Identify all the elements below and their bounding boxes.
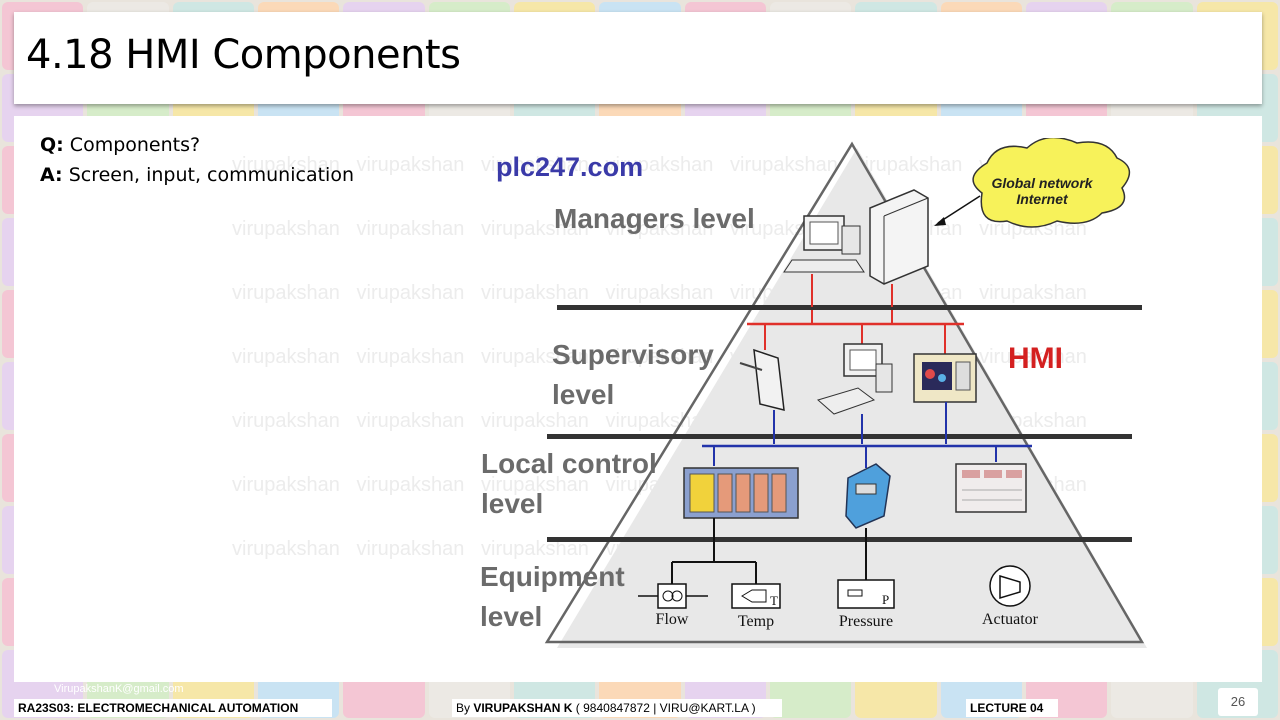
level-local-label-1: Local control [481,448,657,479]
plc-rack-icon [683,467,799,519]
pressure-label: Pressure [839,613,893,630]
answer-label: A: [40,164,63,186]
automation-pyramid-diagram: plc247.com Managers level Supervisory le… [480,138,1147,648]
bottom-email-mark: VirupakshanK@gmail.com [54,683,184,695]
answer-text: Screen, input, communication [68,164,354,186]
title-bar: 4.18 HMI Components [14,12,1262,104]
pressure-sensor-icon: P [837,579,895,609]
cloud-icon: Global network Internet [972,138,1131,228]
qa-block: Q: Components? A: Screen, input, communi… [40,130,354,190]
supervisory-pc-icon [816,343,893,415]
footer-author-prefix: By [456,701,474,715]
footer-author: By VIRUPAKSHAN K ( 9840847872 | VIRU@KAR… [452,699,782,717]
answer-line: A: Screen, input, communication [40,160,354,190]
question-line: Q: Components? [40,130,354,160]
actuator-label: Actuator [982,611,1039,628]
separator-local [547,537,1132,542]
temp-sensor-icon: T [731,583,781,609]
footer-author-contact: ( 9840847872 | VIRU@KART.LA ) [572,701,756,715]
tablet-icon [739,348,785,411]
actuator-icon [989,565,1031,607]
level-equipment-label-2: level [480,601,542,632]
flow-sensor-icon [638,583,708,609]
cloud-line-1: Global network [991,175,1093,191]
hmi-panel-icon [913,353,977,403]
separator-supervisory [547,434,1132,439]
level-managers-label: Managers level [554,203,755,234]
level-equipment-label-1: Equipment [480,561,625,592]
compact-plc-icon [955,463,1027,513]
svg-text:T: T [770,593,778,608]
flow-label: Flow [656,611,689,628]
slide-title: 4.18 HMI Components [26,32,461,78]
level-supervisory-label-2: level [552,379,614,410]
question-label: Q: [40,134,64,156]
footer-course: RA23S03: ELECTROMECHANICAL AUTOMATION [14,699,332,717]
svg-text:P: P [882,592,889,607]
hmi-label: HMI [1008,342,1063,375]
footer-lecture: LECTURE 04 [966,699,1058,717]
pyramid-outline [544,141,1145,644]
level-supervisory-label-1: Supervisory [552,339,714,370]
manager-server-icon [869,189,929,285]
level-local-label-2: level [481,488,543,519]
io-module-icon [845,463,891,529]
page-number: 26 [1218,688,1258,716]
cloud-arrow-head [934,217,946,226]
content-panel: virupakshan virupakshan virupakshan viru… [14,116,1262,682]
cloud-arrow [937,195,981,224]
manager-pc-icon [783,215,865,273]
source-label: plc247.com [496,152,643,182]
footer-author-name: VIRUPAKSHAN K [473,701,573,715]
temp-label: Temp [738,613,774,630]
question-text: Components? [69,134,201,156]
cloud-line-2: Internet [1016,191,1069,207]
separator-managers [557,305,1142,310]
